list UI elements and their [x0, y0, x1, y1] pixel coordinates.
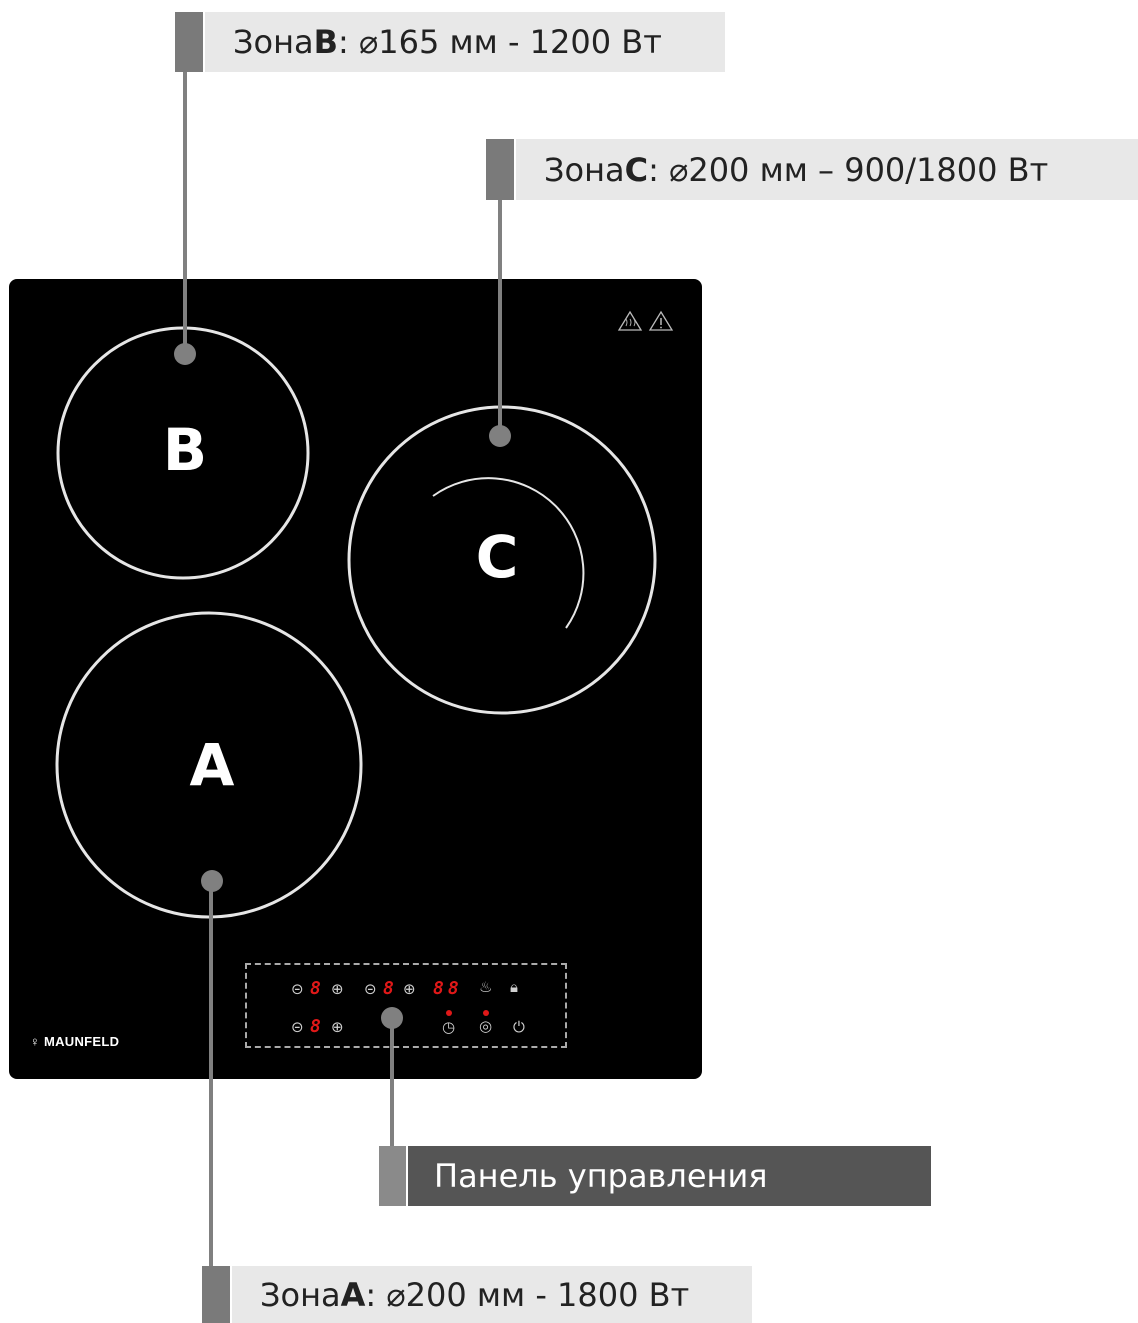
lock-icon[interactable]: 🔒︎: [510, 978, 518, 996]
zone-c-display: 8: [383, 978, 394, 999]
panel-label-tab: [379, 1146, 406, 1206]
zone-c-minus-icon[interactable]: ⊝: [364, 980, 377, 998]
zone-a-label-tab: [202, 1266, 230, 1323]
timer-icon[interactable]: ◷: [442, 1018, 456, 1036]
zone-b-label-letter: B: [313, 23, 339, 61]
zone-c-label-letter: C: [624, 150, 649, 189]
zone-c-label: Зона C : ⌀200 мм – 900/1800 Вт: [516, 139, 1138, 200]
hot-surface-warning-icon: [617, 310, 643, 331]
boil-icon[interactable]: ♨: [479, 978, 493, 996]
timer-display: 88: [433, 978, 463, 999]
zone-b-minus-icon[interactable]: ⊝: [291, 980, 304, 998]
zone-a-minus-icon[interactable]: ⊝: [291, 1018, 304, 1036]
zone-c-label-suffix: : ⌀200 мм – 900/1800 Вт: [648, 150, 1049, 189]
zone-b-leader-dot: [174, 343, 196, 365]
caution-triangle-icon: [648, 310, 674, 331]
zone-b-label-prefix: Зона: [233, 23, 314, 61]
brand-name: MAUNFELD: [43, 1034, 120, 1049]
zone-a-label-letter: A: [340, 1275, 366, 1314]
zone-a-letter: A: [189, 731, 235, 799]
zone-b-label: Зона B : ⌀165 мм - 1200 Вт: [205, 12, 725, 72]
zone-b-plus-icon[interactable]: ⊕: [331, 980, 344, 998]
zone-a-leader-dot: [201, 870, 223, 892]
panel-leader-dot: [381, 1007, 403, 1029]
zone-a-label: Зона A : ⌀200 мм - 1800 Вт: [232, 1266, 752, 1323]
power-icon[interactable]: ⏻: [513, 1018, 525, 1036]
zone-c-label-prefix: Зона: [544, 150, 625, 189]
dual-zone-indicator-dot: [483, 1010, 489, 1016]
cooktop-panel: [9, 279, 702, 1079]
zone-a-label-suffix: : ⌀200 мм - 1800 Вт: [365, 1275, 690, 1314]
zone-b-label-tab: [175, 12, 203, 72]
zone-c-plus-icon[interactable]: ⊕: [403, 980, 416, 998]
zone-dual-icon[interactable]: ◎: [479, 1017, 493, 1035]
zone-b-label-suffix: : ⌀165 мм - 1200 Вт: [338, 23, 662, 61]
zone-a-label-prefix: Зона: [260, 1275, 341, 1314]
control-panel: ⊝ 8 ⊕ ⊝ 8 ⊕ 88 ♨ 🔒︎ ⊝ 8 ⊕ ◷ ◎ ⏻: [245, 963, 567, 1048]
zone-c-label-tab: [486, 139, 514, 200]
brand-mark-icon: ♀: [30, 1034, 41, 1049]
brand-logo: ♀ MAUNFELD: [30, 1034, 119, 1049]
panel-label: Панель управления: [408, 1146, 931, 1206]
zone-b-letter: B: [162, 416, 208, 484]
zone-b-display: 8: [310, 978, 321, 999]
zone-a-plus-icon[interactable]: ⊕: [331, 1018, 344, 1036]
zone-a-display: 8: [310, 1016, 321, 1037]
zone-c-inner-arc: [432, 477, 585, 629]
timer-indicator-dot: [446, 1010, 452, 1016]
zone-c-letter: C: [475, 523, 519, 591]
zone-c-leader-dot: [489, 425, 511, 447]
